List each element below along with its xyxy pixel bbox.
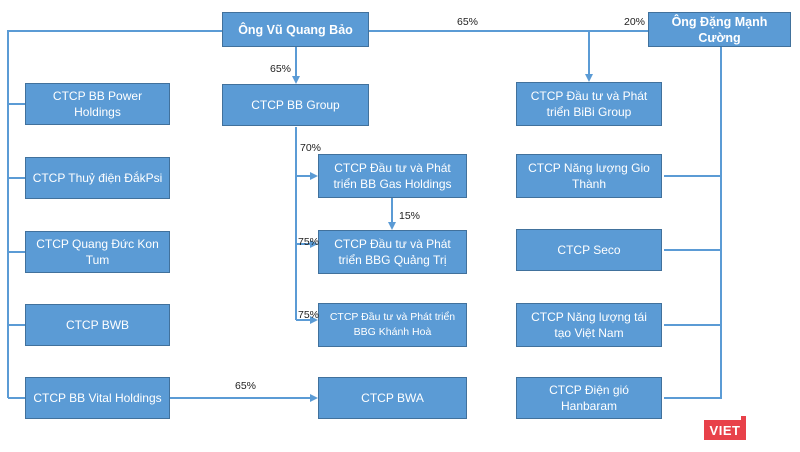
company-bbg-khanh-hoa: CTCP Đầu tư và Phát triển BBG Khánh Hoà (318, 303, 467, 347)
pct-bb-group-to-quang-tri: 75% (298, 236, 320, 248)
pct-bb-gas-to-quang-tri: 15% (399, 210, 421, 222)
pct-cuong-to-bibi: 20% (624, 16, 646, 28)
company-thuy-dien-dakpsi: CTCP Thuỷ điện ĐắkPsi (25, 157, 170, 199)
company-bb-gas-holdings: CTCP Đầu tư và Phát triển BB Gas Holding… (318, 154, 467, 198)
pct-bb-vital-to-bwa: 65% (235, 380, 257, 392)
company-bbg-quang-tri: CTCP Đầu tư và Phát triển BBG Quảng Trị (318, 230, 467, 274)
pct-bb-group-to-bb-gas: 70% (300, 142, 322, 154)
company-bb-group: CTCP BB Group (222, 84, 369, 126)
company-bibi-group: CTCP Đầu tư và Phát triển BiBi Group (516, 82, 662, 126)
company-bb-power-holdings: CTCP BB Power Holdings (25, 83, 170, 125)
company-bwa: CTCP BWA (318, 377, 467, 419)
company-tai-tao-viet-nam: CTCP Năng lượng tái tạo Việt Nam (516, 303, 662, 347)
cuong-right-trunk (664, 46, 722, 399)
company-quang-duc-kon-tum: CTCP Quang Đức Kon Tum (25, 231, 170, 273)
company-bb-vital-holdings: CTCP BB Vital Holdings (25, 377, 170, 419)
pct-bao-to-bb-group: 65% (270, 63, 292, 75)
bao-left-trunk (7, 30, 222, 398)
company-gio-thanh: CTCP Năng lượng Gio Thành (516, 154, 662, 198)
viet-logo: VIET (704, 420, 746, 440)
person-vu-quang-bao: Ông Vũ Quang Bảo (222, 12, 369, 47)
pct-bb-group-to-khanh-hoa: 75% (298, 309, 320, 321)
person-dang-manh-cuong: Ông Đặng Mạnh Cường (648, 12, 791, 47)
company-seco: CTCP Seco (516, 229, 662, 271)
company-hanbaram: CTCP Điện gió Hanbaram (516, 377, 662, 419)
company-bwb: CTCP BWB (25, 304, 170, 346)
logo-accent (741, 416, 746, 421)
pct-bao-to-bibi: 65% (457, 16, 479, 28)
